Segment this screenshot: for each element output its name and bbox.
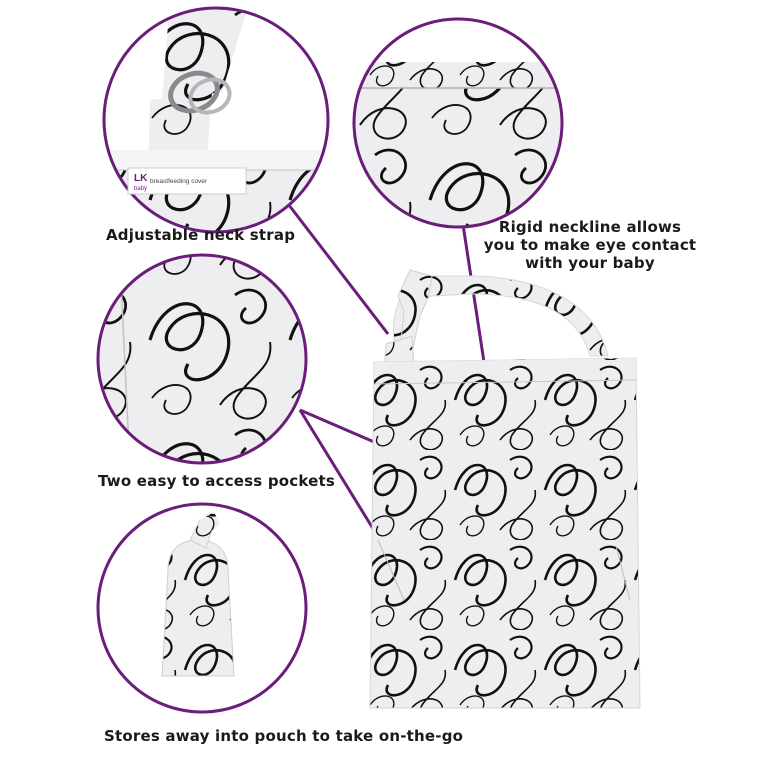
brand-name-line2: baby bbox=[134, 186, 147, 192]
neckline-caption-line: you to make eye contact bbox=[483, 236, 697, 254]
brand-name-line1: LK bbox=[134, 173, 148, 184]
neckline-caption-line: Rigid neckline allows bbox=[498, 218, 682, 236]
nursing-cover bbox=[369, 269, 641, 709]
neckline-caption-line: with your baby bbox=[525, 254, 655, 272]
tag-text: breastfeeding cover bbox=[150, 178, 208, 185]
brand-label-tag: LK baby breastfeeding cover bbox=[127, 167, 247, 195]
strap-caption: Adjustable neck strap bbox=[106, 226, 296, 244]
neckline-detail-circle bbox=[352, 17, 564, 229]
pouch-detail-circle bbox=[96, 502, 308, 714]
pouch-caption: Stores away into pouch to take on-the-go bbox=[104, 727, 464, 745]
pockets-caption: Two easy to access pockets bbox=[98, 472, 336, 490]
neckline-caption: Rigid neckline allows you to make eye co… bbox=[470, 218, 710, 272]
strap-detail-circle: LK baby breastfeeding cover bbox=[102, 6, 330, 234]
pocket-detail-circle bbox=[96, 253, 308, 465]
